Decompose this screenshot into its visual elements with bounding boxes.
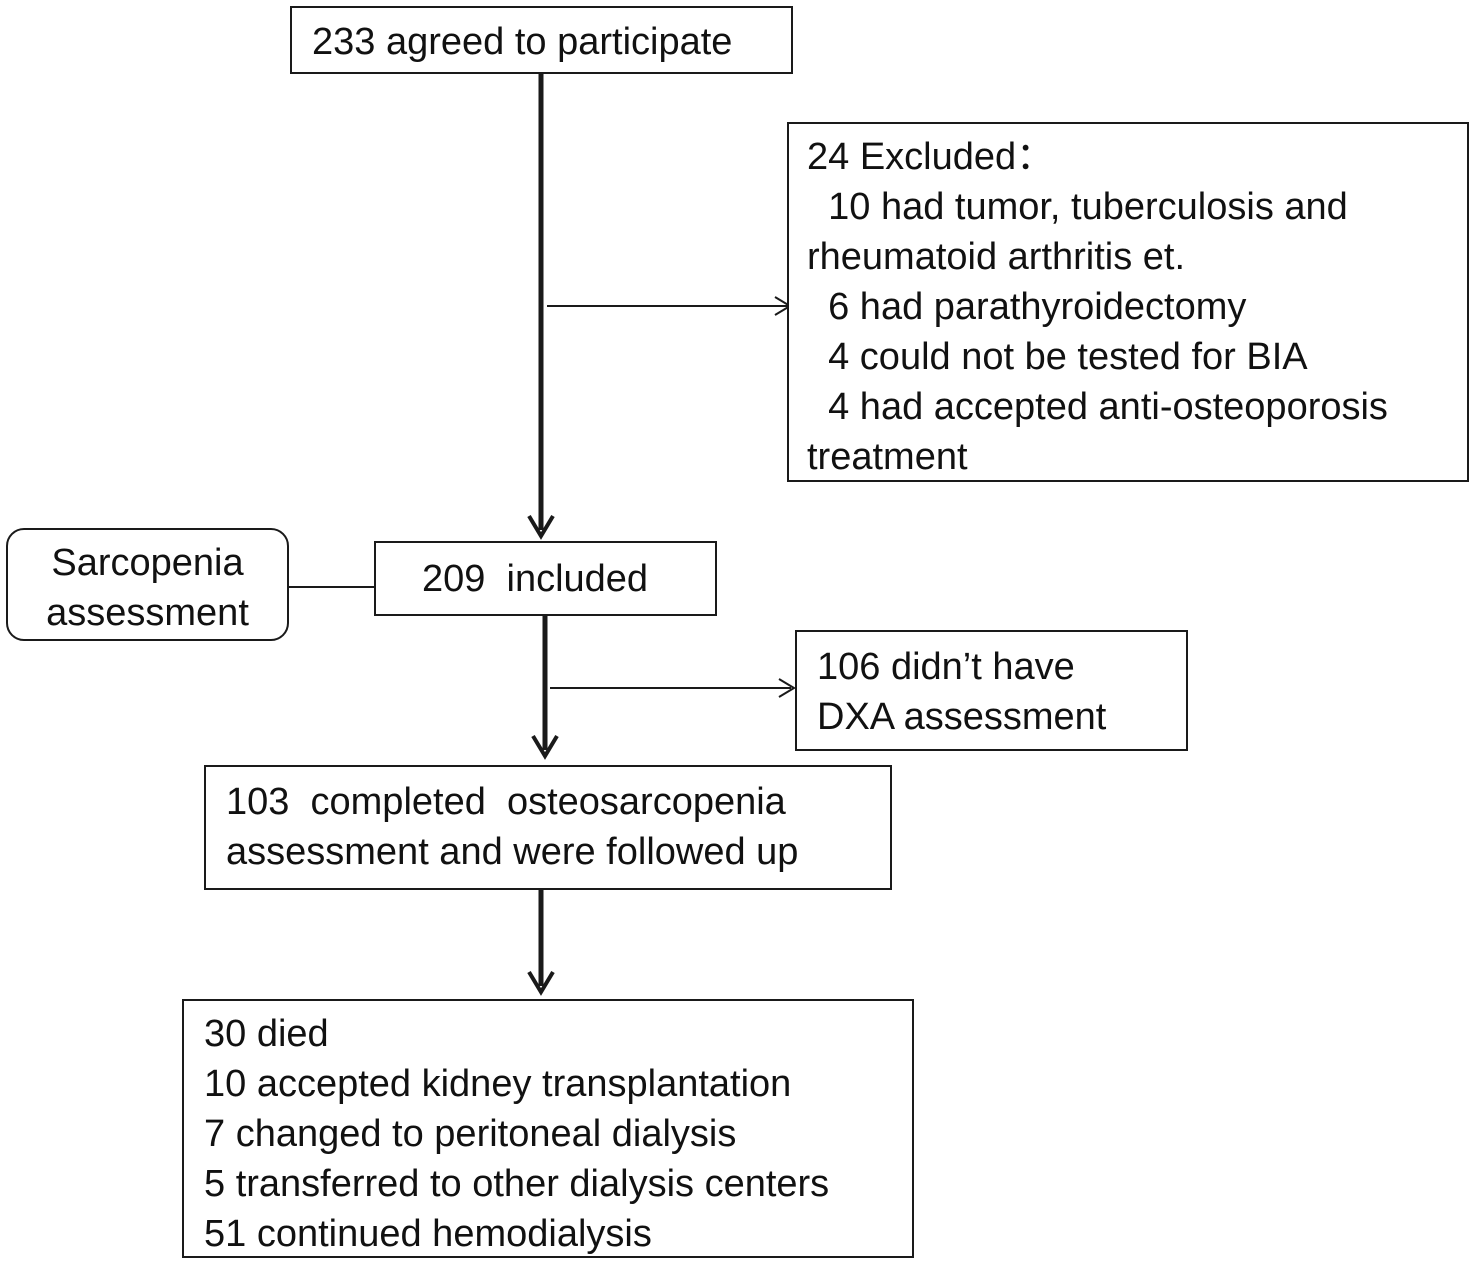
excluded-line: 6 had parathyroidectomy: [807, 286, 1247, 328]
box-outcomes: 30 died 10 accepted kidney transplantati…: [182, 999, 914, 1258]
arrowhead-included: [527, 514, 555, 540]
outcome-line: 51 continued hemodialysis: [204, 1213, 652, 1255]
box-excluded: 24 Excluded： 10 had tumor, tuberculosis …: [787, 122, 1469, 482]
box-no-dxa: 106 didn’t have DXA assessment: [795, 630, 1188, 751]
arrowhead-no-dxa: [778, 678, 796, 698]
box-included: 209 included: [374, 541, 717, 616]
completed-line: 103 completed osteosarcopenia: [226, 781, 786, 823]
arrowhead-outcomes: [527, 970, 555, 996]
box-sarcopenia-assessment: Sarcopenia assessment: [6, 528, 289, 641]
excluded-line: 4 had accepted anti-osteoporosis: [807, 386, 1388, 428]
outcome-line: 7 changed to peritoneal dialysis: [204, 1113, 737, 1155]
excluded-line: treatment: [807, 436, 968, 478]
box-agreed-to-participate: 233 agreed to participate: [290, 6, 793, 74]
no-dxa-line: 106 didn’t have: [817, 646, 1075, 688]
arrowhead-completed: [531, 734, 559, 760]
outcome-line: 30 died: [204, 1013, 329, 1055]
sarcopenia-line: assessment: [46, 592, 249, 634]
excluded-line: 24 Excluded：: [807, 136, 1055, 178]
agreed-text: 233 agreed to participate: [312, 21, 733, 63]
excluded-line: 10 had tumor, tuberculosis and: [807, 186, 1348, 228]
excluded-line: 4 could not be tested for BIA: [807, 336, 1308, 378]
completed-line: assessment and were followed up: [226, 831, 799, 873]
included-text: 209 included: [422, 558, 649, 600]
sarcopenia-line: Sarcopenia: [51, 542, 244, 584]
no-dxa-line: DXA assessment: [817, 696, 1107, 738]
outcome-line: 10 accepted kidney transplantation: [204, 1063, 792, 1105]
excluded-line: rheumatoid arthritis et.: [807, 236, 1186, 278]
outcome-line: 5 transferred to other dialysis centers: [204, 1163, 830, 1205]
box-completed: 103 completed osteosarcopenia assessment…: [204, 765, 892, 890]
